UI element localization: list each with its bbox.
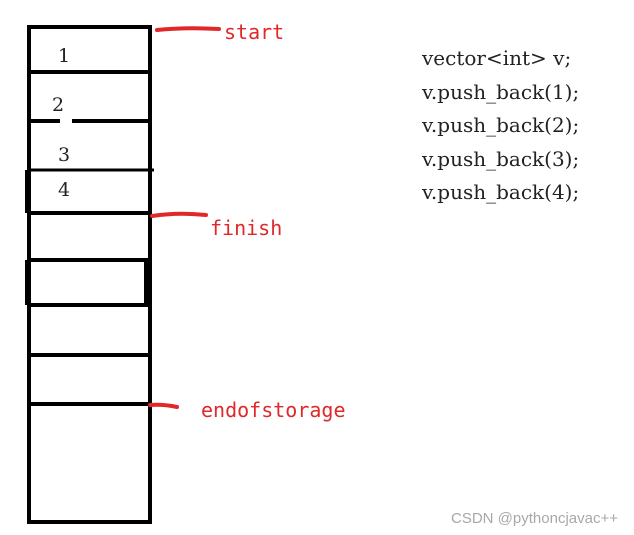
finish-label: finish (210, 216, 283, 240)
code-line: vector<int> v; (422, 46, 572, 70)
code-line: v.push_back(1); (422, 79, 580, 104)
code-line: v.push_back(2); (422, 113, 580, 137)
watermark: CSDN @pythoncjavac++ (451, 510, 618, 527)
code-line: v.push_back(4); (422, 180, 580, 204)
code-line: v.push_back(3); (422, 146, 580, 171)
cell-value-3: 3 (58, 144, 71, 166)
finish-pointer-mark (150, 211, 208, 218)
endofstorage-label: endofstorage (201, 398, 346, 422)
cell-2-gap (60, 119, 72, 123)
endofstorage-pointer-mark (148, 402, 179, 409)
code-block: vector<int> v; v.push_back(1); v.push_ba… (422, 42, 579, 210)
start-label: start (224, 20, 285, 44)
cell-value-4: 4 (58, 179, 71, 201)
start-pointer-mark (155, 26, 221, 32)
cell-value-2: 2 (52, 94, 65, 116)
cell-value-1: 1 (58, 45, 71, 67)
memory-block-outline (27, 25, 152, 524)
